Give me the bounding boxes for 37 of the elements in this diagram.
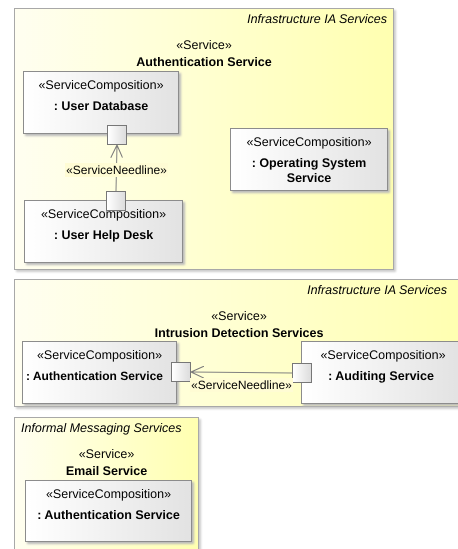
service-composition-box — [25, 480, 192, 542]
stereotype-label: «Service» — [78, 447, 136, 462]
part-name: : Authentication Service — [25, 369, 163, 384]
stereotype-label: «Service» — [175, 38, 233, 53]
port-square — [106, 191, 126, 211]
service-composition-box — [24, 200, 183, 263]
part-name: : Authentication Service — [36, 508, 181, 523]
port-square — [292, 363, 312, 383]
part-name: : Auditing Service — [327, 369, 435, 384]
edge-label: «ServiceNeedline» — [65, 163, 168, 177]
stereotype-label: «ServiceComposition» — [245, 135, 373, 150]
service-composition-box — [22, 341, 177, 404]
service-frame — [14, 279, 458, 407]
service-composition-box — [23, 71, 179, 134]
package-label: Infrastructure IA Services — [247, 12, 387, 27]
edge-label: «ServiceNeedline» — [190, 378, 293, 392]
service-frame — [14, 8, 394, 270]
part-name: : User Help Desk — [52, 228, 154, 243]
port-square — [171, 362, 191, 382]
stereotype-label: «ServiceComposition» — [319, 348, 447, 363]
part-name: : Operating System Service — [250, 156, 368, 186]
needline-arrow — [190, 366, 292, 379]
package-label: Informal Messaging Services — [21, 421, 182, 436]
service-name: Authentication Service — [135, 55, 273, 70]
stereotype-label: «ServiceComposition» — [40, 207, 168, 222]
service-name: Intrusion Detection Services — [154, 326, 324, 341]
stereotype-label: «ServiceComposition» — [36, 348, 164, 363]
port-square — [107, 125, 127, 145]
part-name: : User Database — [52, 99, 150, 114]
stereotype-label: «Service» — [210, 309, 268, 324]
service-frame — [14, 417, 199, 549]
package-label: Infrastructure IA Services — [307, 283, 447, 298]
service-composition-box — [301, 341, 458, 404]
stereotype-label: «ServiceComposition» — [37, 78, 165, 93]
service-composition-box — [230, 128, 388, 191]
stereotype-label: «ServiceComposition» — [44, 487, 172, 502]
service-name: Email Service — [64, 464, 148, 479]
